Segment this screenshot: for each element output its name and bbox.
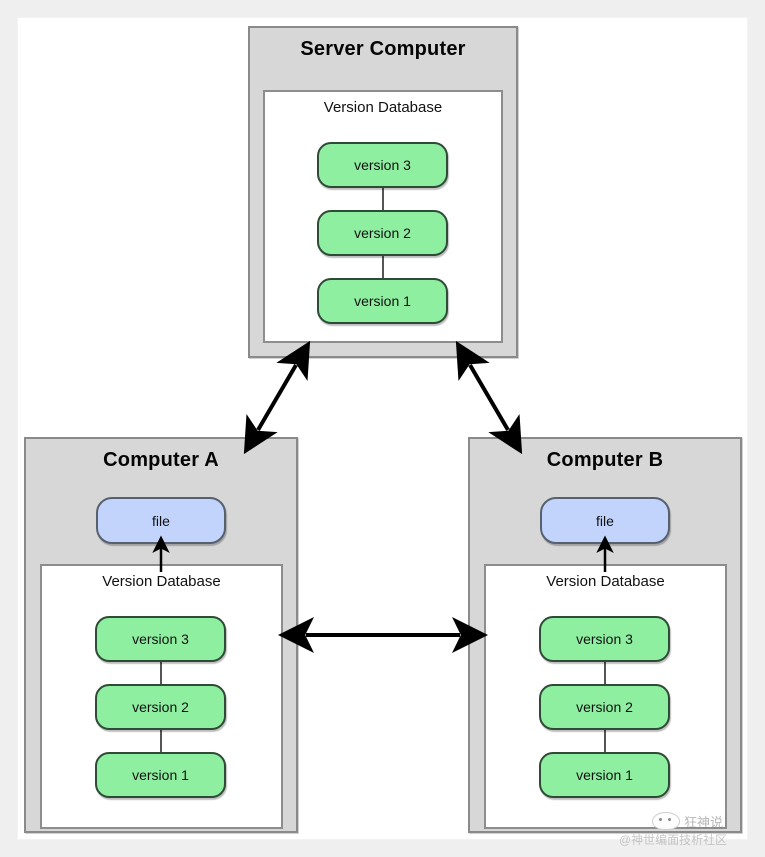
computer-b-version-1-node: version 1 [539,752,670,798]
computer-b-version-database-title: Version Database [546,573,665,590]
computer-b-version-2-node: version 2 [539,684,670,730]
computer-a-version-3-node: version 3 [95,616,226,662]
computer-b-version-link-3-2 [604,661,606,689]
computer-a-title: Computer A [103,449,219,471]
computer-b-title: Computer B [546,449,664,471]
server-version-2-node: version 2 [317,210,448,256]
server-version-database-title: Version Database [323,99,443,116]
computer-b-version-link-2-1 [604,729,606,757]
computer-a-version-1-node: version 1 [95,752,226,798]
server-computer-title: Server Computer [300,38,466,60]
watermark-primary: 狂神说 [684,815,724,830]
server-version-database-box: Version Database [263,90,503,343]
computer-a-version-link-3-2 [160,661,162,689]
server-version-3-node: version 3 [317,142,448,188]
computer-a-version-database-title: Version Database [102,573,221,590]
computer-a-file-node: file [96,497,226,544]
server-version-link-2-1 [382,254,384,282]
computer-b-version-3-node: version 3 [539,616,670,662]
watermark-secondary: @神世编面技析社区 [619,833,728,847]
computer-a-version-2-node: version 2 [95,684,226,730]
computer-a-version-link-2-1 [160,729,162,757]
server-version-1-node: version 1 [317,278,448,324]
watermark-mascot-icon [652,812,680,830]
computer-b-file-node: file [540,497,670,544]
server-version-link-3-2 [382,186,384,214]
